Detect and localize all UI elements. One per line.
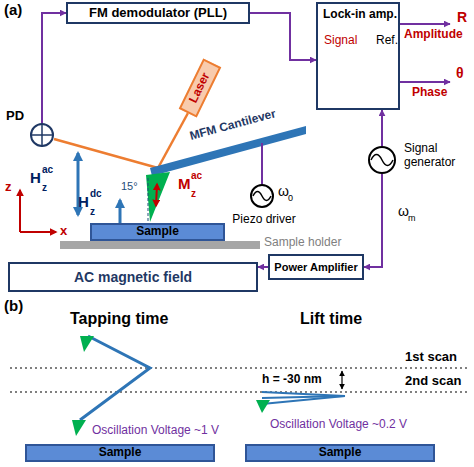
signal-connector <box>250 13 316 60</box>
sine-symbol <box>253 192 271 201</box>
text-label: 1st scan <box>405 350 457 364</box>
text-label: Sample holder <box>264 236 341 249</box>
text-label: z <box>90 206 95 217</box>
signal-connector <box>364 174 382 267</box>
lift-cantilever <box>262 396 345 404</box>
sine-symbol <box>371 155 393 166</box>
text-label: 15° <box>121 180 138 192</box>
power-amplifier: Power Amplifier <box>268 254 364 280</box>
sample-block: Sample <box>90 223 225 241</box>
sample-holder <box>60 241 260 249</box>
text-label: H <box>78 194 89 211</box>
text-label: 2nd scan <box>405 374 461 388</box>
scan-line <box>10 367 470 368</box>
signal-connector <box>258 266 268 268</box>
node-text: Sample <box>99 446 142 460</box>
text-label: ω <box>398 204 409 219</box>
ac-field-box: AC magnetic field <box>8 262 258 292</box>
node-text: Power Amplifier <box>274 261 357 274</box>
mfm-tip <box>146 172 170 222</box>
node-text: AC magnetic field <box>74 269 192 285</box>
z-axis <box>19 190 21 232</box>
mfm-tip <box>72 420 86 436</box>
text-label: z <box>5 180 12 194</box>
text-label: H <box>30 170 41 187</box>
text-label: Tapping time <box>70 310 168 328</box>
laser-beam <box>54 139 158 168</box>
node-text: PD <box>6 109 24 124</box>
output-arrow <box>400 23 450 25</box>
output-arrow <box>400 81 450 83</box>
signal-connector <box>381 110 383 146</box>
text-label: dc <box>90 188 102 199</box>
node-text: Ref. <box>376 34 398 48</box>
scan-line <box>10 391 470 392</box>
tapping-cantilever <box>80 336 150 420</box>
text-label: z <box>42 182 47 193</box>
text-label: 0 <box>288 194 293 204</box>
node-text: FM demodulator (PLL) <box>89 6 227 21</box>
node-text: Signal generator <box>404 142 474 170</box>
text-label: ac <box>191 170 202 181</box>
text-label: M <box>178 176 191 193</box>
dc-field-arrow <box>119 200 122 223</box>
node-text: Sample <box>136 225 179 239</box>
mfm-tip <box>256 400 270 413</box>
text-label: Oscillation Voltage ~0.2 V <box>270 418 407 431</box>
node-text: Laser <box>187 71 213 106</box>
lift-height-arrow <box>341 371 342 389</box>
tip-moment-arrow <box>156 184 157 206</box>
text-label: ω <box>278 184 289 199</box>
sample-block: Sample <box>25 444 215 462</box>
text-label: h = -30 nm <box>262 373 322 386</box>
pd-cross <box>41 123 43 147</box>
piezo-wire <box>261 143 263 184</box>
x-axis <box>20 231 56 233</box>
text-label: θ <box>456 66 464 81</box>
laser: Laser <box>179 58 222 117</box>
node-text: Lock-in amp. <box>318 8 402 22</box>
piezo-driver: Piezo driver <box>250 184 274 208</box>
process-box: FM demodulator (PLL) <box>66 2 250 24</box>
text-label: Oscillation Voltage ~1 V <box>92 424 219 437</box>
mfm-tip <box>80 336 94 352</box>
text-label: R <box>457 10 467 25</box>
text-label: Amplitude <box>404 28 463 41</box>
vertical-reference <box>148 178 149 224</box>
text-label: Lift time <box>300 310 362 328</box>
cantilever <box>150 126 306 176</box>
text-label: z <box>191 188 196 199</box>
text-label: m <box>408 214 416 224</box>
signal-connector <box>42 13 66 123</box>
node-text: Signal <box>324 34 357 48</box>
sample-block: Sample <box>245 444 435 462</box>
text-label: ac <box>42 164 53 175</box>
node-text: Sample <box>319 446 362 460</box>
photodetector: PD <box>30 123 54 147</box>
text-label: Phase <box>412 86 447 99</box>
text-label: x <box>60 224 67 238</box>
text-label: (a) <box>4 2 22 19</box>
lock-in-box: Lock-in amp. Signal Ref. <box>316 2 400 110</box>
text-label: (b) <box>4 298 23 315</box>
node-text: Piezo driver <box>228 213 300 227</box>
signal-generator: Signal generator <box>368 146 396 174</box>
